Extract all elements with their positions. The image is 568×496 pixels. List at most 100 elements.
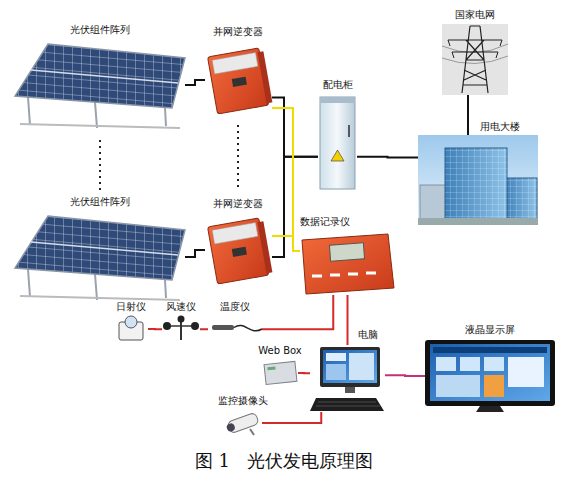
device-label: Web Box xyxy=(258,345,302,357)
building-picture xyxy=(418,218,538,225)
building-picture xyxy=(418,135,538,225)
data-logger-picture xyxy=(329,243,364,261)
label-holder: Web Box xyxy=(258,345,302,357)
distribution-cabinet: 配电柜 xyxy=(318,95,357,190)
anemometer-picture xyxy=(163,322,171,330)
building-picture xyxy=(418,135,538,225)
anemometer: 风速仪 xyxy=(162,316,200,340)
cabinet-picture xyxy=(331,150,344,161)
label-holder: 监控摄像头 xyxy=(218,395,268,407)
data-logger-picture xyxy=(302,234,394,294)
ellipsis-dots xyxy=(99,140,101,190)
device-label: 用电大楼 xyxy=(480,121,520,133)
label-holder: 光伏组件阵列 xyxy=(70,196,130,208)
computer-picture xyxy=(323,350,377,383)
device-label: 光伏组件阵列 xyxy=(70,196,130,208)
pylon-picture xyxy=(448,40,502,58)
lcd-screen-picture xyxy=(476,406,504,412)
connector-wire xyxy=(272,236,300,251)
pv-array: 光伏组件阵列 xyxy=(15,40,185,130)
ellipsis-dots xyxy=(100,125,238,190)
camera-picture xyxy=(226,422,236,432)
building-picture xyxy=(505,178,537,220)
lcd-screen-picture xyxy=(508,357,544,387)
computer: 电脑 xyxy=(310,345,385,412)
figure-caption: 图 1 光伏发电原理图 xyxy=(195,450,373,472)
caption-holder: 图 1 光伏发电原理图 xyxy=(0,450,568,472)
office-building: 用电大楼 xyxy=(418,135,538,225)
label-holder: 温度仪 xyxy=(220,301,250,313)
pv-array-picture xyxy=(15,44,185,108)
device-label: 监控摄像头 xyxy=(218,395,268,407)
inverter-picture xyxy=(208,217,273,284)
label-holder: 用电大楼 xyxy=(480,121,520,133)
pyranometer-picture xyxy=(125,316,137,328)
pv-array-picture xyxy=(20,296,180,300)
pv-array: 光伏组件阵列 xyxy=(15,212,185,302)
device-label: 日射仪 xyxy=(116,301,146,313)
lcd-screen: 液晶显示屏 xyxy=(425,340,555,412)
pv-array-picture xyxy=(15,44,185,128)
connector-wire xyxy=(262,412,321,423)
grid-inverter: 并网逆变器 xyxy=(205,45,272,115)
pv-array-picture xyxy=(15,216,185,280)
pylon-picture xyxy=(442,24,508,95)
data-logger-picture xyxy=(312,273,376,276)
label-holder: 日射仪 xyxy=(116,301,146,313)
connector-wire xyxy=(262,295,333,329)
web-box-picture xyxy=(267,366,275,370)
lcd-screen-picture xyxy=(430,344,550,401)
anemometer-picture xyxy=(178,316,185,323)
device-label: 数据记录仪 xyxy=(300,216,350,228)
cabinet-picture xyxy=(320,97,355,189)
lcd-screen-picture xyxy=(425,340,555,412)
label-holder: 国家电网 xyxy=(455,9,495,21)
device-label: 液晶显示屏 xyxy=(465,324,515,336)
inverter-picture xyxy=(208,47,273,114)
web-box-picture xyxy=(264,361,297,384)
pylon-picture xyxy=(442,24,508,95)
connector-wire xyxy=(200,328,208,330)
cabinet-picture xyxy=(348,125,350,137)
camera-picture xyxy=(225,412,259,434)
ellipsis-dots xyxy=(237,125,239,190)
computer-picture xyxy=(349,353,374,380)
label-holder: 并网逆变器 xyxy=(213,26,263,38)
pylon-picture xyxy=(448,26,502,93)
label-holder: 数据记录仪 xyxy=(300,216,350,228)
cabinet-picture xyxy=(320,97,355,189)
lcd-screen-picture xyxy=(484,357,504,371)
device-label: 配电柜 xyxy=(323,79,353,91)
thermometer: 温度仪 xyxy=(208,318,262,336)
connector-wire xyxy=(357,156,418,159)
lcd-screen-picture xyxy=(433,347,547,353)
thermometer-picture xyxy=(212,325,262,331)
computer-picture xyxy=(310,347,384,411)
connector-wire xyxy=(148,328,162,330)
device-label: 国家电网 xyxy=(455,9,495,21)
data-logger: 数据记录仪 xyxy=(300,232,395,295)
lcd-screen-picture xyxy=(425,340,555,406)
device-label: 电脑 xyxy=(358,329,378,341)
building-picture xyxy=(505,178,537,220)
inverter-picture xyxy=(257,51,272,103)
label-holder: 光伏组件阵列 xyxy=(70,24,130,36)
grid-inverter: 并网逆变器 xyxy=(205,215,272,285)
lcd-screen-picture xyxy=(436,375,480,397)
data-logger-picture xyxy=(302,234,394,294)
device-label: 风速仪 xyxy=(166,301,196,313)
camera-picture xyxy=(225,412,259,435)
thermometer-picture xyxy=(212,325,234,330)
inverter-picture xyxy=(212,53,258,74)
cabinet-picture xyxy=(320,97,355,103)
connector-wire xyxy=(185,250,205,257)
pyranometer: 日射仪 xyxy=(115,316,148,342)
camera: 监控摄像头 xyxy=(225,410,262,436)
device-label: 并网逆变器 xyxy=(213,26,263,38)
anemometer-picture xyxy=(191,322,199,330)
connector-wire xyxy=(272,108,300,251)
web-box: Web Box xyxy=(262,360,298,386)
connector-wire xyxy=(347,295,349,345)
